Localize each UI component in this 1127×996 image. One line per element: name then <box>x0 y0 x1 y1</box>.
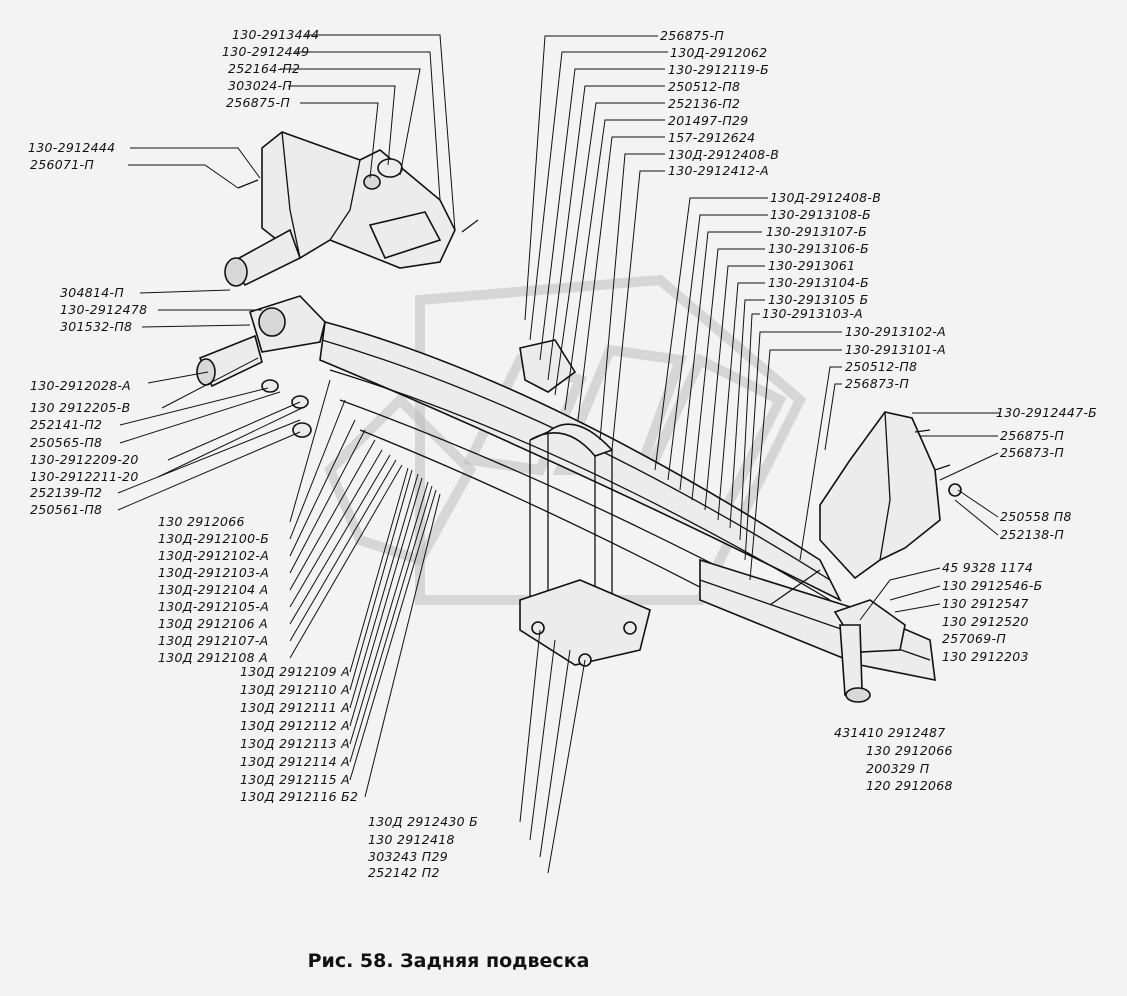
part-label: 130Д-2912408-В <box>668 147 779 162</box>
part-label: 157-2912624 <box>668 130 755 145</box>
part-label: 130-2913104-Б <box>768 275 869 290</box>
part-label: 130-2913444 <box>232 27 319 42</box>
part-label: 130 2912205-В <box>30 400 131 415</box>
part-label: 130-2912209-20 <box>30 452 139 467</box>
part-label: 200329 П <box>866 761 930 776</box>
part-label: 130Д 2912108 А <box>158 650 268 665</box>
part-label: 130 2912066 <box>866 743 953 758</box>
part-label: 130Д-2912105-А <box>158 599 269 614</box>
part-label: 130Д 2912111 А <box>240 700 350 715</box>
part-label: 130-2912449 <box>222 44 309 59</box>
part-label: 130Д 2912112 А <box>240 718 350 733</box>
front-spring-bracket <box>224 131 479 287</box>
labels-far-right: 130-2912447-Б 256875-П 256873-П 250558 П… <box>996 405 1097 542</box>
part-label: 250561-П8 <box>30 502 102 517</box>
labels-left-upper: 130-2912444 256071-П <box>28 140 115 172</box>
part-label: 256873-П <box>1000 445 1064 460</box>
part-label: 130-2913103-А <box>762 306 863 321</box>
part-label: 130-2913101-А <box>845 342 946 357</box>
part-label: 130-2912412-А <box>668 163 769 178</box>
part-label: 45 9328 1174 <box>942 560 1033 575</box>
part-label: 250512-П8 <box>668 79 740 94</box>
labels-top-left: 130-2913444 130-2912449 252164-П2 303024… <box>222 27 319 110</box>
labels-top-center: 256875-П 130Д-2912062 130-2912119-Б 2505… <box>660 28 779 178</box>
part-label: 130-2912211-20 <box>30 469 139 484</box>
labels-bottom-leaf: 130Д 2912109 А 130Д 2912110 А 130Д 29121… <box>240 664 358 804</box>
part-label: 252136-П2 <box>668 96 740 111</box>
part-label: 130Д-2912103-А <box>158 565 269 580</box>
part-label: 252139-П2 <box>30 485 102 500</box>
spring-eye-shackle <box>196 295 326 438</box>
part-label: 130-2913107-Б <box>766 224 867 239</box>
part-label: 130Д 2912116 Б2 <box>240 789 358 804</box>
part-label: 130-2913061 <box>768 258 855 273</box>
part-label: 130-2912028-А <box>30 378 131 393</box>
labels-left-leaf: 130 2912066 130Д-2912100-Б 130Д-2912102-… <box>158 514 269 665</box>
part-label: 130 2912418 <box>368 832 455 847</box>
part-label: 252164-П2 <box>228 61 300 76</box>
part-label: 130 2912066 <box>158 514 245 529</box>
part-label: 130Д-2912104 А <box>158 582 269 597</box>
part-label: 130Д 2912107-А <box>158 633 269 648</box>
part-label: 130-2912447-Б <box>996 405 1097 420</box>
labels-bottom-right: 431410 2912487 130 2912066 200329 П 120 … <box>834 725 953 793</box>
part-label: 130Д-2912408-В <box>770 190 881 205</box>
part-label: 130Д 2912114 А <box>240 754 350 769</box>
part-label: 304814-П <box>60 285 124 300</box>
part-label: 257069-П <box>942 631 1006 646</box>
u-bolts <box>519 339 651 667</box>
part-label: 303024-П <box>228 78 292 93</box>
part-label: 256071-П <box>30 157 94 172</box>
labels-upper-right: 130Д-2912408-В 130-2913108-Б 130-2913107… <box>762 190 881 321</box>
part-label: 201497-П29 <box>668 113 749 128</box>
part-label: 252142 П2 <box>368 865 440 880</box>
part-label: 120 2912068 <box>866 778 953 793</box>
part-label: 250558 П8 <box>1000 509 1072 524</box>
part-label: 431410 2912487 <box>834 725 946 740</box>
part-label: 252141-П2 <box>30 417 102 432</box>
part-label: 256875-П <box>226 95 290 110</box>
part-label: 130Д-2912102-А <box>158 548 269 563</box>
part-label: 130Д-2912100-Б <box>158 531 269 546</box>
labels-mid-right: 130-2913102-А 130-2913101-А 250512-П8 25… <box>845 324 946 391</box>
part-label: 301532-П8 <box>60 319 132 334</box>
part-label: 130-2913106-Б <box>768 241 869 256</box>
part-label: 130-2913105 Б <box>768 292 869 307</box>
part-label: 130 2912546-Б <box>942 578 1043 593</box>
part-label: 252138-П <box>1000 527 1064 542</box>
rear-spring-bracket <box>769 411 962 703</box>
part-label: 256875-П <box>1000 428 1064 443</box>
part-label: 130-2912444 <box>28 140 115 155</box>
part-label: 130Д 2912113 А <box>240 736 350 751</box>
part-label: 303243 П29 <box>368 849 448 864</box>
part-label: 130-2913102-А <box>845 324 946 339</box>
part-label: 130-2912478 <box>60 302 147 317</box>
labels-bottom-center: 130Д 2912430 Б 130 2912418 303243 П29 25… <box>368 814 478 880</box>
leader-lines <box>117 34 1000 874</box>
part-label: 130Д 2912110 А <box>240 682 350 697</box>
part-label: 130Д 2912115 А <box>240 772 350 787</box>
part-label: 130-2913108-Б <box>770 207 871 222</box>
part-label: 130Д-2912062 <box>670 45 767 60</box>
labels-lower-right: 45 9328 1174 130 2912546-Б 130 2912547 1… <box>942 560 1043 664</box>
labels-left-mid: 304814-П 130-2912478 301532-П8 <box>60 285 147 334</box>
figure-caption: Рис. 58. Задняя подвеска <box>307 950 590 972</box>
part-label: 130 2912520 <box>942 614 1029 629</box>
labels-left-lower: 130-2912028-А 130 2912205-В 252141-П2 25… <box>30 378 139 517</box>
part-label: 256875-П <box>660 28 724 43</box>
part-label: 250512-П8 <box>845 359 917 374</box>
part-label: 250565-П8 <box>30 435 102 450</box>
part-label: 130 2912203 <box>942 649 1029 664</box>
part-label: 130Д 2912106 А <box>158 616 268 631</box>
part-label: 256873-П <box>845 376 909 391</box>
part-label: 130Д 2912430 Б <box>368 814 478 829</box>
part-label: 130Д 2912109 А <box>240 664 350 679</box>
part-label: 130 2912547 <box>942 596 1029 611</box>
part-label: 130-2912119-Б <box>668 62 769 77</box>
